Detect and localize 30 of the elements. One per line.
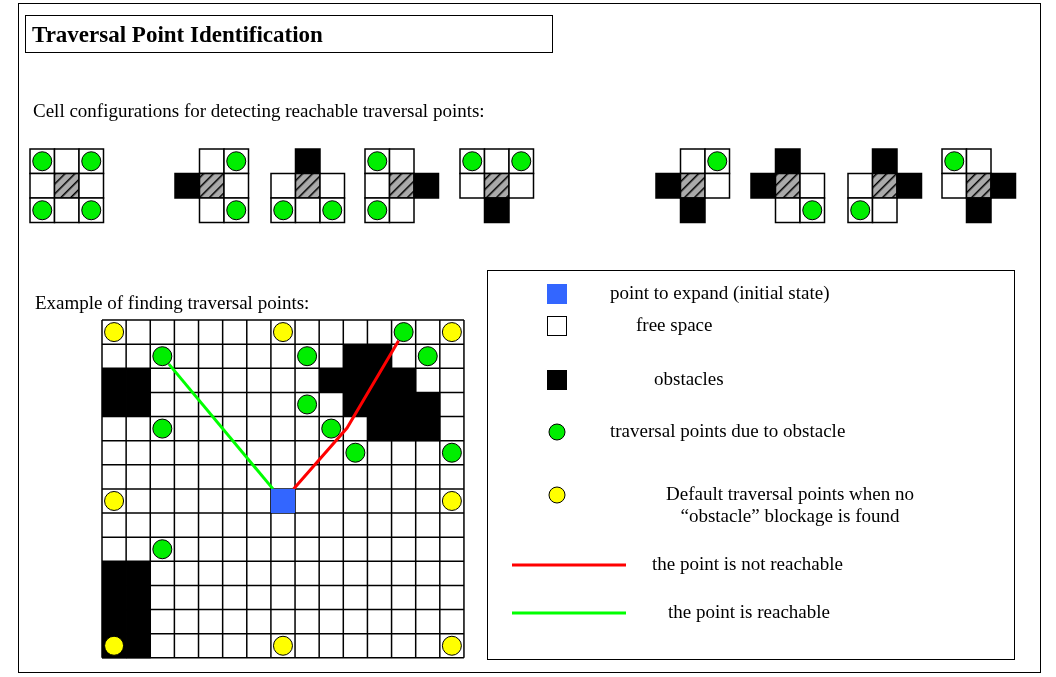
traversal-point-marker (417, 346, 438, 367)
default-point-marker (104, 635, 125, 656)
default-point-marker (441, 322, 462, 343)
traversal-point-marker (297, 346, 318, 367)
traversal-point-marker (321, 418, 342, 439)
traversal-point-marker (152, 346, 173, 367)
traversal-point-marker (297, 394, 318, 415)
default-point-marker (104, 491, 125, 511)
default-point-marker (273, 322, 293, 343)
legend-text: free space (636, 314, 713, 336)
traversal-point-marker (152, 539, 173, 560)
legend-text: obstacles (654, 368, 724, 390)
default-point-marker (441, 491, 462, 511)
default-point-marker (273, 635, 293, 656)
legend-text: traversal points due to obstacle (610, 420, 846, 442)
legend-text: point to expand (initial state) (610, 282, 830, 304)
traversal-point-marker (441, 442, 462, 463)
default-point-marker (104, 322, 125, 343)
default-point-marker (441, 635, 462, 656)
legend-text: the point is not reachable (652, 553, 843, 575)
connector-line (292, 339, 400, 490)
section-caption: Example of finding traversal points: (35, 292, 310, 314)
connector-line (167, 362, 275, 490)
traversal-point-marker (152, 418, 173, 439)
title-box: Traversal Point Identification (25, 15, 553, 53)
legend-text: Default traversal points when no “obstacle” blockage is found (665, 483, 915, 527)
section-caption: Cell configurations for detecting reachable traversal points: (33, 100, 485, 122)
legend-text: the point is reachable (668, 601, 830, 623)
traversal-point-marker (393, 322, 414, 343)
traversal-point-marker (345, 442, 366, 463)
